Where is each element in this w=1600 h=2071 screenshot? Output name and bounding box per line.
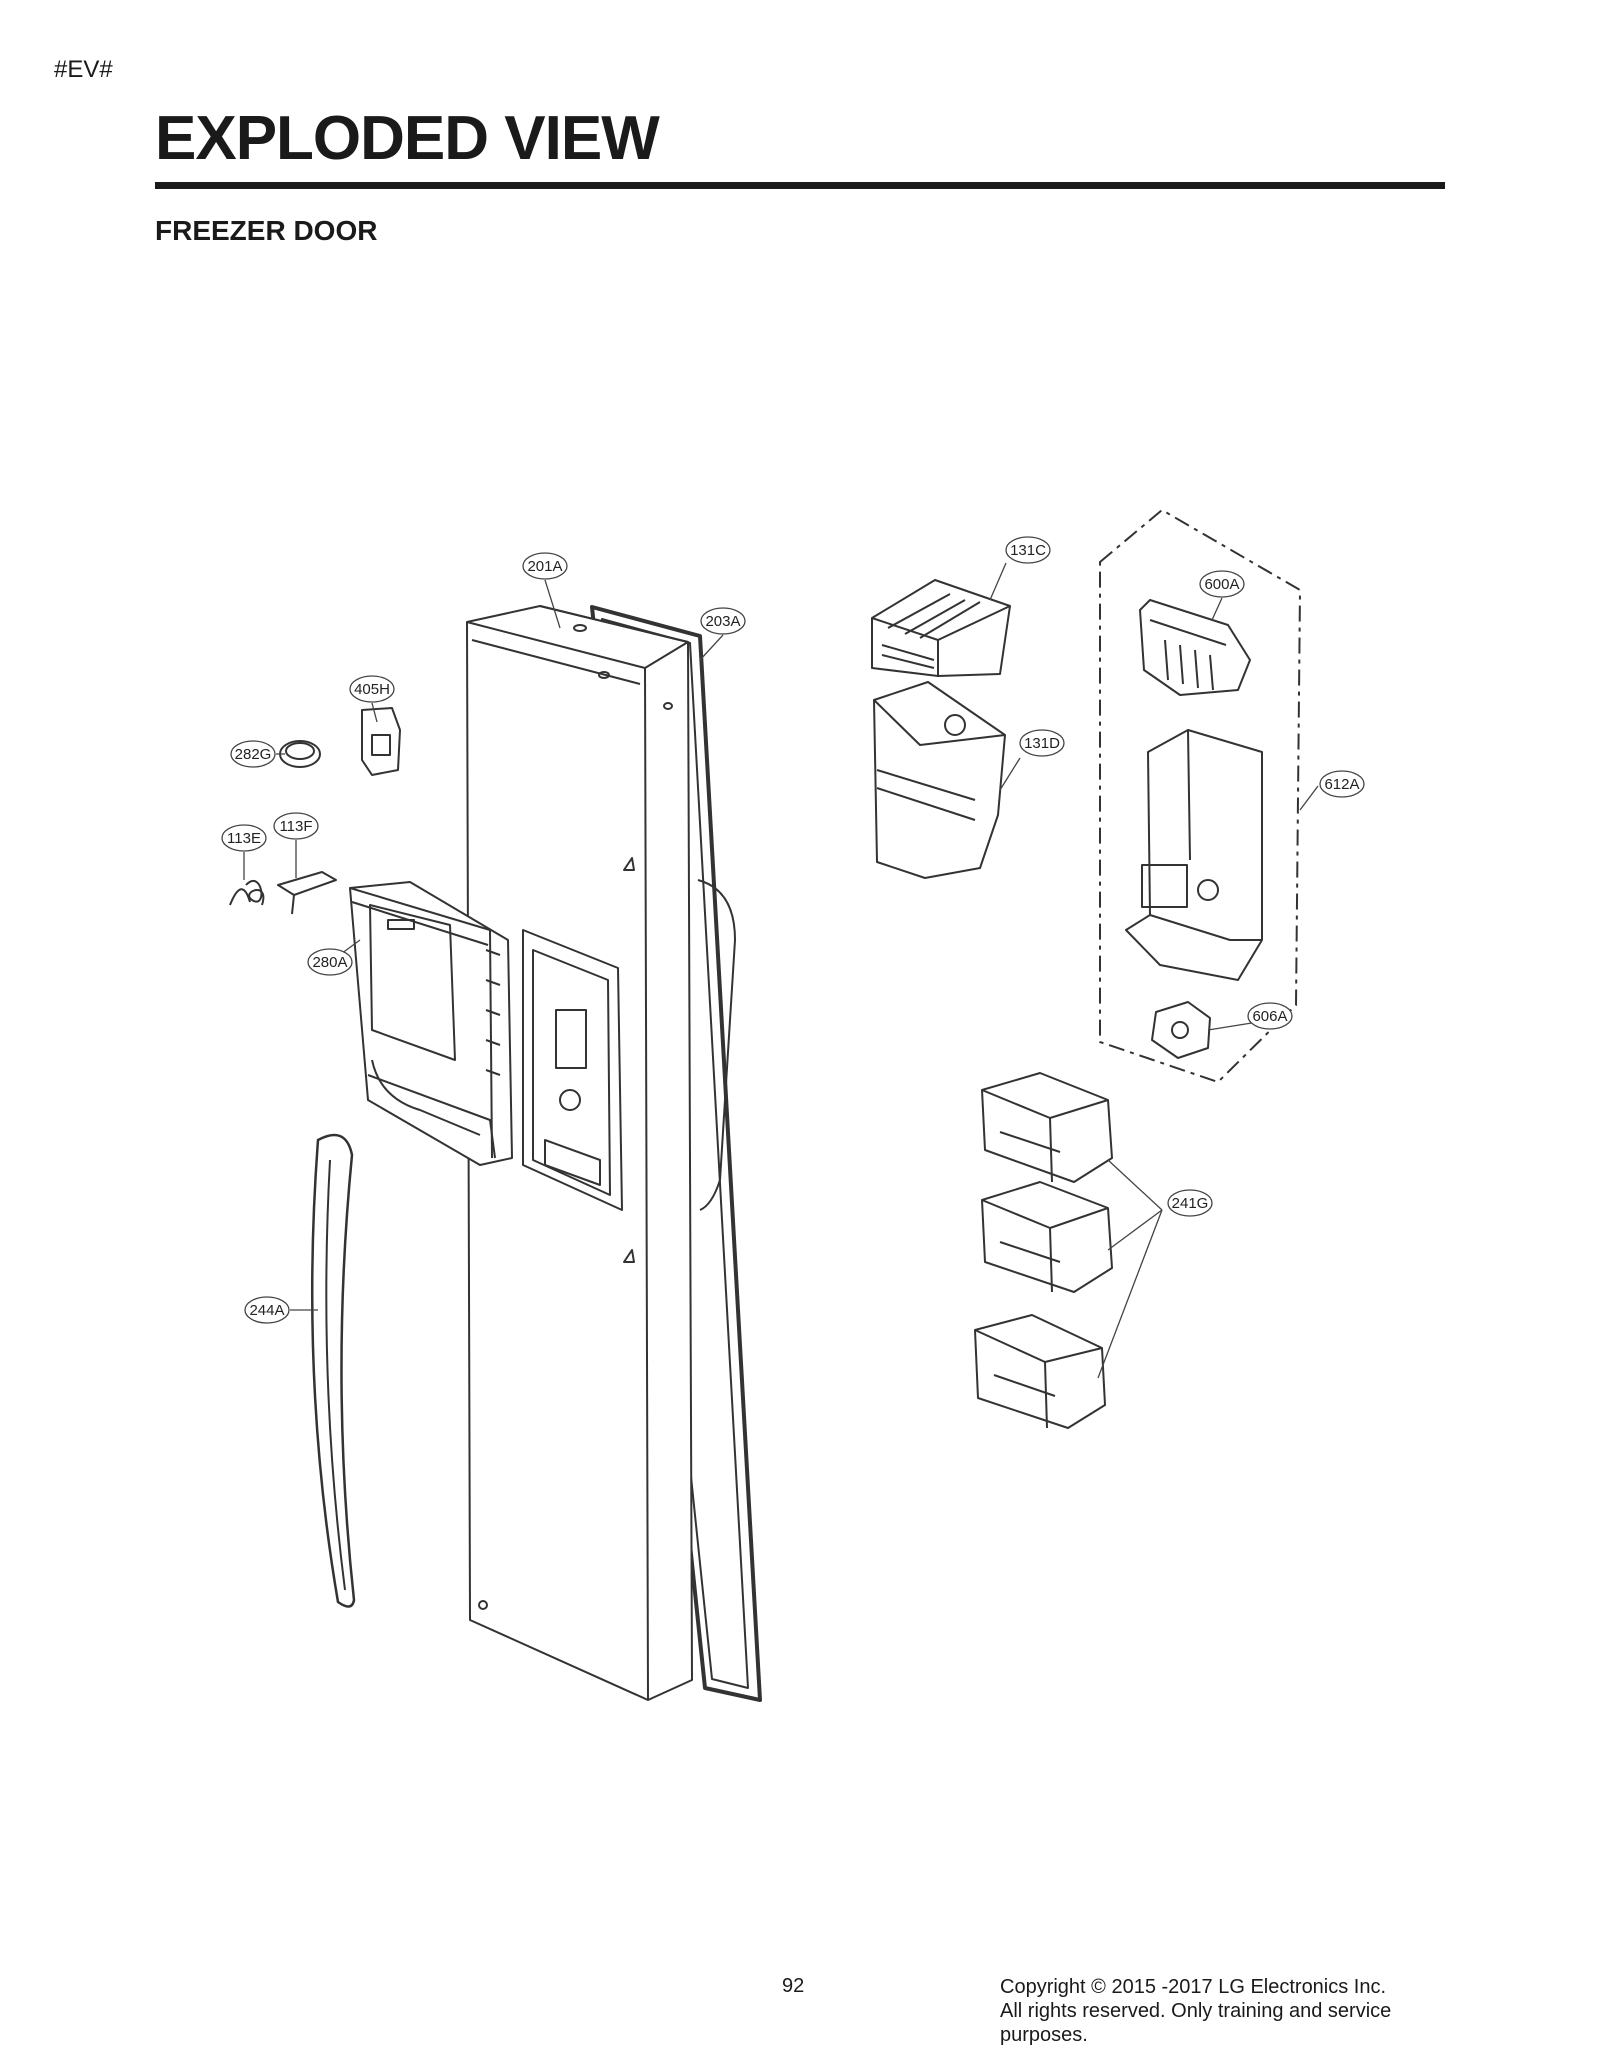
part-label-612A: 612A	[1324, 776, 1359, 793]
callout-606A: 606A	[1247, 1002, 1293, 1030]
door-basket-2	[981, 1181, 1113, 1293]
callout-203A: 203A	[700, 607, 746, 635]
callout-131D: 131D	[1019, 729, 1065, 757]
section-tag: #EV#	[54, 56, 113, 83]
callout-131C: 131C	[1005, 536, 1051, 564]
copyright-line-2: All rights reserved. Only training and s…	[1000, 2000, 1392, 2022]
ice-bin-body	[873, 681, 1006, 879]
door-basket-1	[981, 1072, 1113, 1183]
title-rule	[155, 182, 1445, 189]
part-label-606A: 606A	[1252, 1008, 1287, 1025]
callout-201A: 201A	[522, 552, 568, 580]
ice-maker-housing	[1125, 729, 1263, 981]
part-label-282G: 282G	[235, 746, 272, 763]
part-label-244A: 244A	[249, 1302, 284, 1319]
callout-113E: 113E	[221, 824, 267, 852]
part-label-241G: 241G	[1172, 1195, 1209, 1212]
part-label-113E: 113E	[227, 830, 261, 847]
part-label-405H: 405H	[354, 681, 390, 698]
callout-280A: 280A	[307, 948, 353, 976]
page-title: EXPLODED VIEW	[155, 104, 660, 173]
page-number: 92	[782, 1975, 805, 1997]
bracket	[277, 871, 337, 915]
section-subtitle: FREEZER DOOR	[155, 215, 378, 246]
copyright-line-3: purposes.	[1000, 2024, 1088, 2046]
part-label-113F: 113F	[279, 818, 312, 835]
callout-282G: 282G	[230, 740, 276, 768]
callout-600A: 600A	[1199, 570, 1245, 598]
ice-maker-switch	[361, 707, 401, 776]
part-label-600A: 600A	[1204, 576, 1239, 593]
torsion-spring	[229, 880, 265, 906]
copyright-line-1: Copyright © 2015 -2017 LG Electronics In…	[1000, 1976, 1387, 1998]
callout-244A: 244A	[244, 1296, 290, 1324]
callout-612A: 612A	[1319, 770, 1365, 798]
ice-maker-enclosure	[1099, 509, 1301, 1083]
part-label-131C: 131C	[1010, 542, 1046, 559]
ice-bin-cover	[871, 579, 1011, 677]
callout-113F: 113F	[273, 812, 319, 840]
callout-241G: 241G	[1167, 1189, 1213, 1217]
ice-maker-motor	[1151, 1001, 1211, 1059]
dispenser-cover	[349, 881, 513, 1166]
ice-maker-unit	[1139, 599, 1251, 696]
door-handle	[310, 1133, 356, 1608]
freezer-door-panel	[466, 605, 736, 1701]
part-label-203A: 203A	[705, 613, 740, 630]
lever-cap	[279, 740, 321, 768]
part-label-280A: 280A	[312, 954, 347, 971]
callout-405H: 405H	[349, 675, 395, 703]
door-basket-3	[974, 1314, 1106, 1429]
copyright-notice: Copyright © 2015 -2017 LG Electronics In…	[1000, 1975, 1440, 2047]
part-label-131D: 131D	[1024, 735, 1060, 752]
part-label-201A: 201A	[527, 558, 562, 575]
